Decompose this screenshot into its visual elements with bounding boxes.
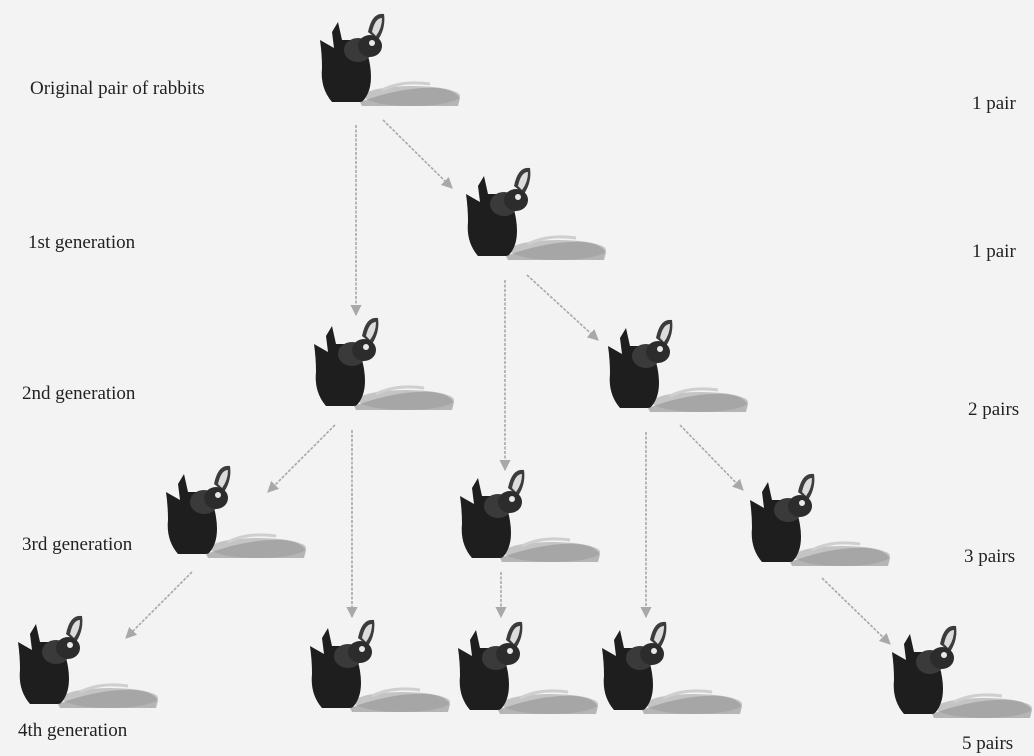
rabbit-pair-icon [884,622,1034,722]
rabbit-pair-icon [458,164,608,264]
rabbit-pair-icon [312,10,462,110]
rabbit-pair-icon [452,466,602,566]
rabbit-pair-icon [742,470,892,570]
rabbit-pair-icon [10,612,160,712]
arrow-gen1-to-gen2b [527,275,598,340]
rabbit-pair-icon [306,314,456,414]
rabbit-pair-icon [450,618,600,718]
arrow-gen3c-to-gen4e [822,578,890,644]
rabbit-pair-icon [302,616,452,716]
rabbit-pair-icon [158,462,308,562]
rabbit-pair-icon [594,618,744,718]
arrow-gen2b-to-gen3c [680,425,743,490]
rabbit-pair-icon [600,316,750,416]
arrow-orig-to-gen1 [383,120,452,188]
